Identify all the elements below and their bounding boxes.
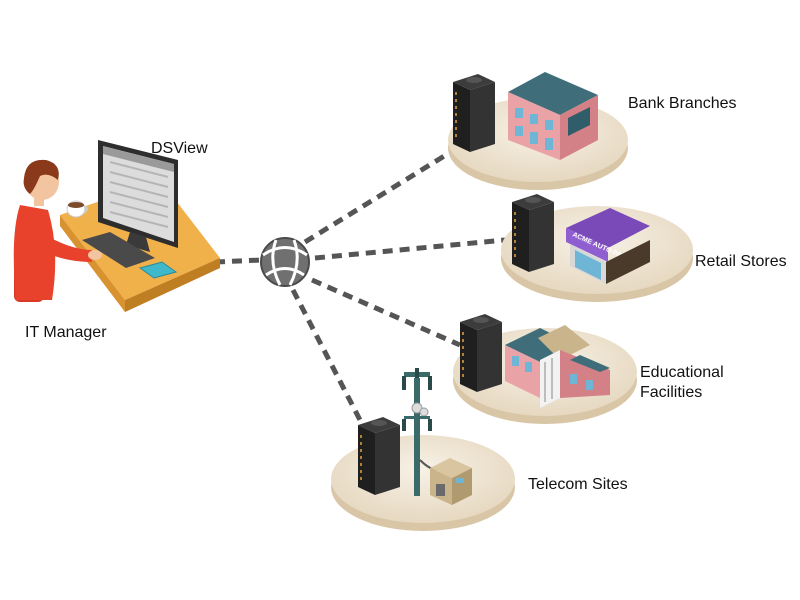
bank-building-icon [508, 72, 598, 160]
server-rack-icon [512, 194, 554, 272]
tablet-icon [138, 261, 178, 279]
server-rack-icon [460, 314, 502, 392]
monitor-icon [98, 140, 178, 252]
retail-store-icon: ACME AUTO PARTS [566, 208, 650, 284]
connector-education [310, 277, 462, 348]
equipment-shelter-icon [430, 458, 472, 505]
coffee-cup-icon [66, 200, 88, 218]
dsview-label: DSView [151, 140, 208, 157]
connector-retail [314, 237, 506, 261]
retail-stores-label: Retail Stores [695, 253, 787, 270]
connector-telecom [290, 288, 363, 422]
keyboard-icon [82, 232, 155, 268]
network-hub-icon [260, 237, 310, 287]
connector-lines [214, 142, 506, 422]
retail-stores-site: ACME AUTO PARTS [501, 194, 693, 302]
bank-branches-label: Bank Branches [628, 95, 737, 112]
person-icon [13, 159, 102, 302]
connector-bank [303, 142, 464, 245]
it-manager-label: IT Manager [25, 324, 107, 341]
educational-facilities-label-line2: Facilities [640, 384, 703, 401]
bank-branches-site [448, 72, 628, 190]
educational-facilities-site [453, 314, 637, 424]
telecom-sites-label: Telecom Sites [528, 476, 628, 493]
telecom-sites-site [331, 368, 515, 531]
educational-facilities-label-line1: Educational [640, 364, 724, 381]
school-building-icon [505, 325, 610, 408]
server-rack-icon [453, 74, 495, 152]
cell-tower-icon [402, 368, 439, 496]
server-rack-icon [358, 417, 400, 495]
connector-desk [214, 257, 263, 265]
it-manager-workstation [13, 140, 220, 312]
